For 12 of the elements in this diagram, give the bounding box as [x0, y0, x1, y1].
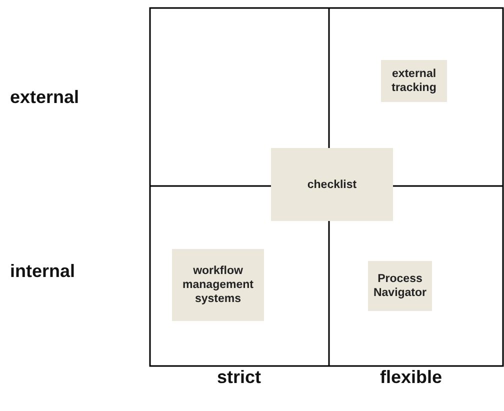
column-label: flexible — [380, 367, 442, 388]
column-label: strict — [217, 367, 262, 388]
row-label: internal — [10, 261, 76, 282]
node-label: external tracking — [390, 67, 438, 95]
label-box — [368, 261, 432, 311]
label-box — [381, 60, 447, 102]
row-label: external — [10, 87, 80, 108]
label-box — [172, 249, 264, 321]
node-label: workflow management systems — [182, 264, 254, 306]
node-label: checklist — [307, 178, 357, 192]
node-label: Process Navigator — [372, 272, 428, 300]
label-box — [271, 148, 393, 221]
